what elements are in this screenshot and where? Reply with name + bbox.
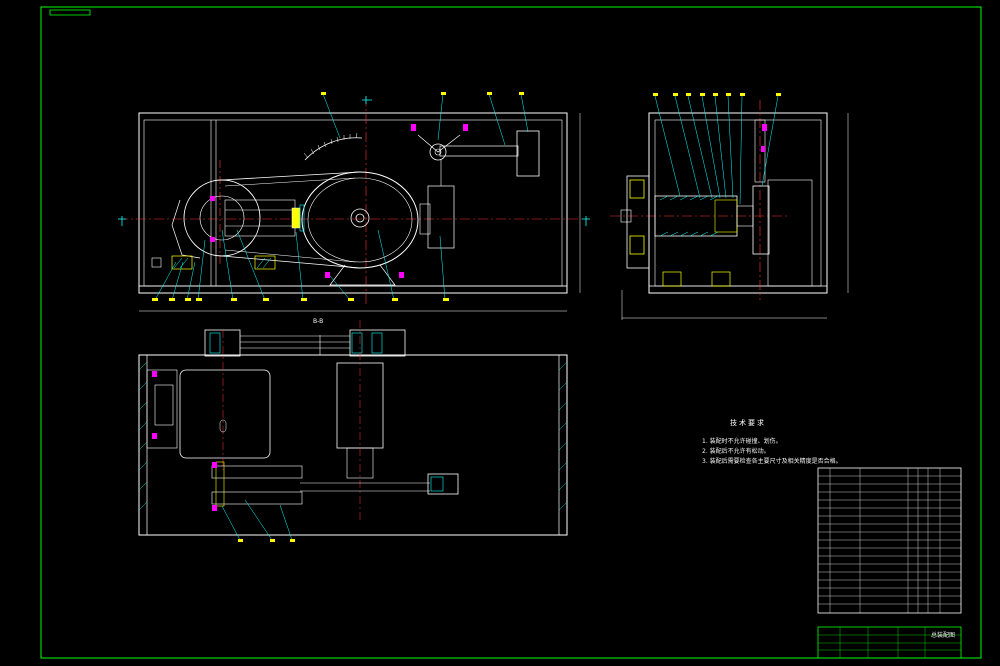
parts-list xyxy=(817,467,962,614)
belt xyxy=(221,171,361,269)
dial-scale xyxy=(304,137,363,161)
section-view xyxy=(138,320,568,542)
section-view-label: B-B xyxy=(313,318,324,325)
notes-title: 技术要求 xyxy=(730,419,766,427)
outer-border xyxy=(40,6,982,659)
motor xyxy=(179,369,271,459)
drive-pulley xyxy=(183,179,261,257)
note-3: 3. 装配后需要检查各主要尺寸及相关精度是否合格。 xyxy=(702,458,842,465)
front-view xyxy=(118,92,590,312)
title-block xyxy=(817,626,962,659)
corner-tag xyxy=(49,9,91,16)
title-block-name: 总装配图 xyxy=(931,632,956,639)
side-view xyxy=(610,93,849,320)
note-2: 2. 装配后不允许有松动。 xyxy=(702,448,770,455)
flywheel xyxy=(301,171,419,269)
note-1: 1. 装配时不允许碰撞、划伤。 xyxy=(702,438,782,445)
front-view-frame xyxy=(138,112,568,294)
